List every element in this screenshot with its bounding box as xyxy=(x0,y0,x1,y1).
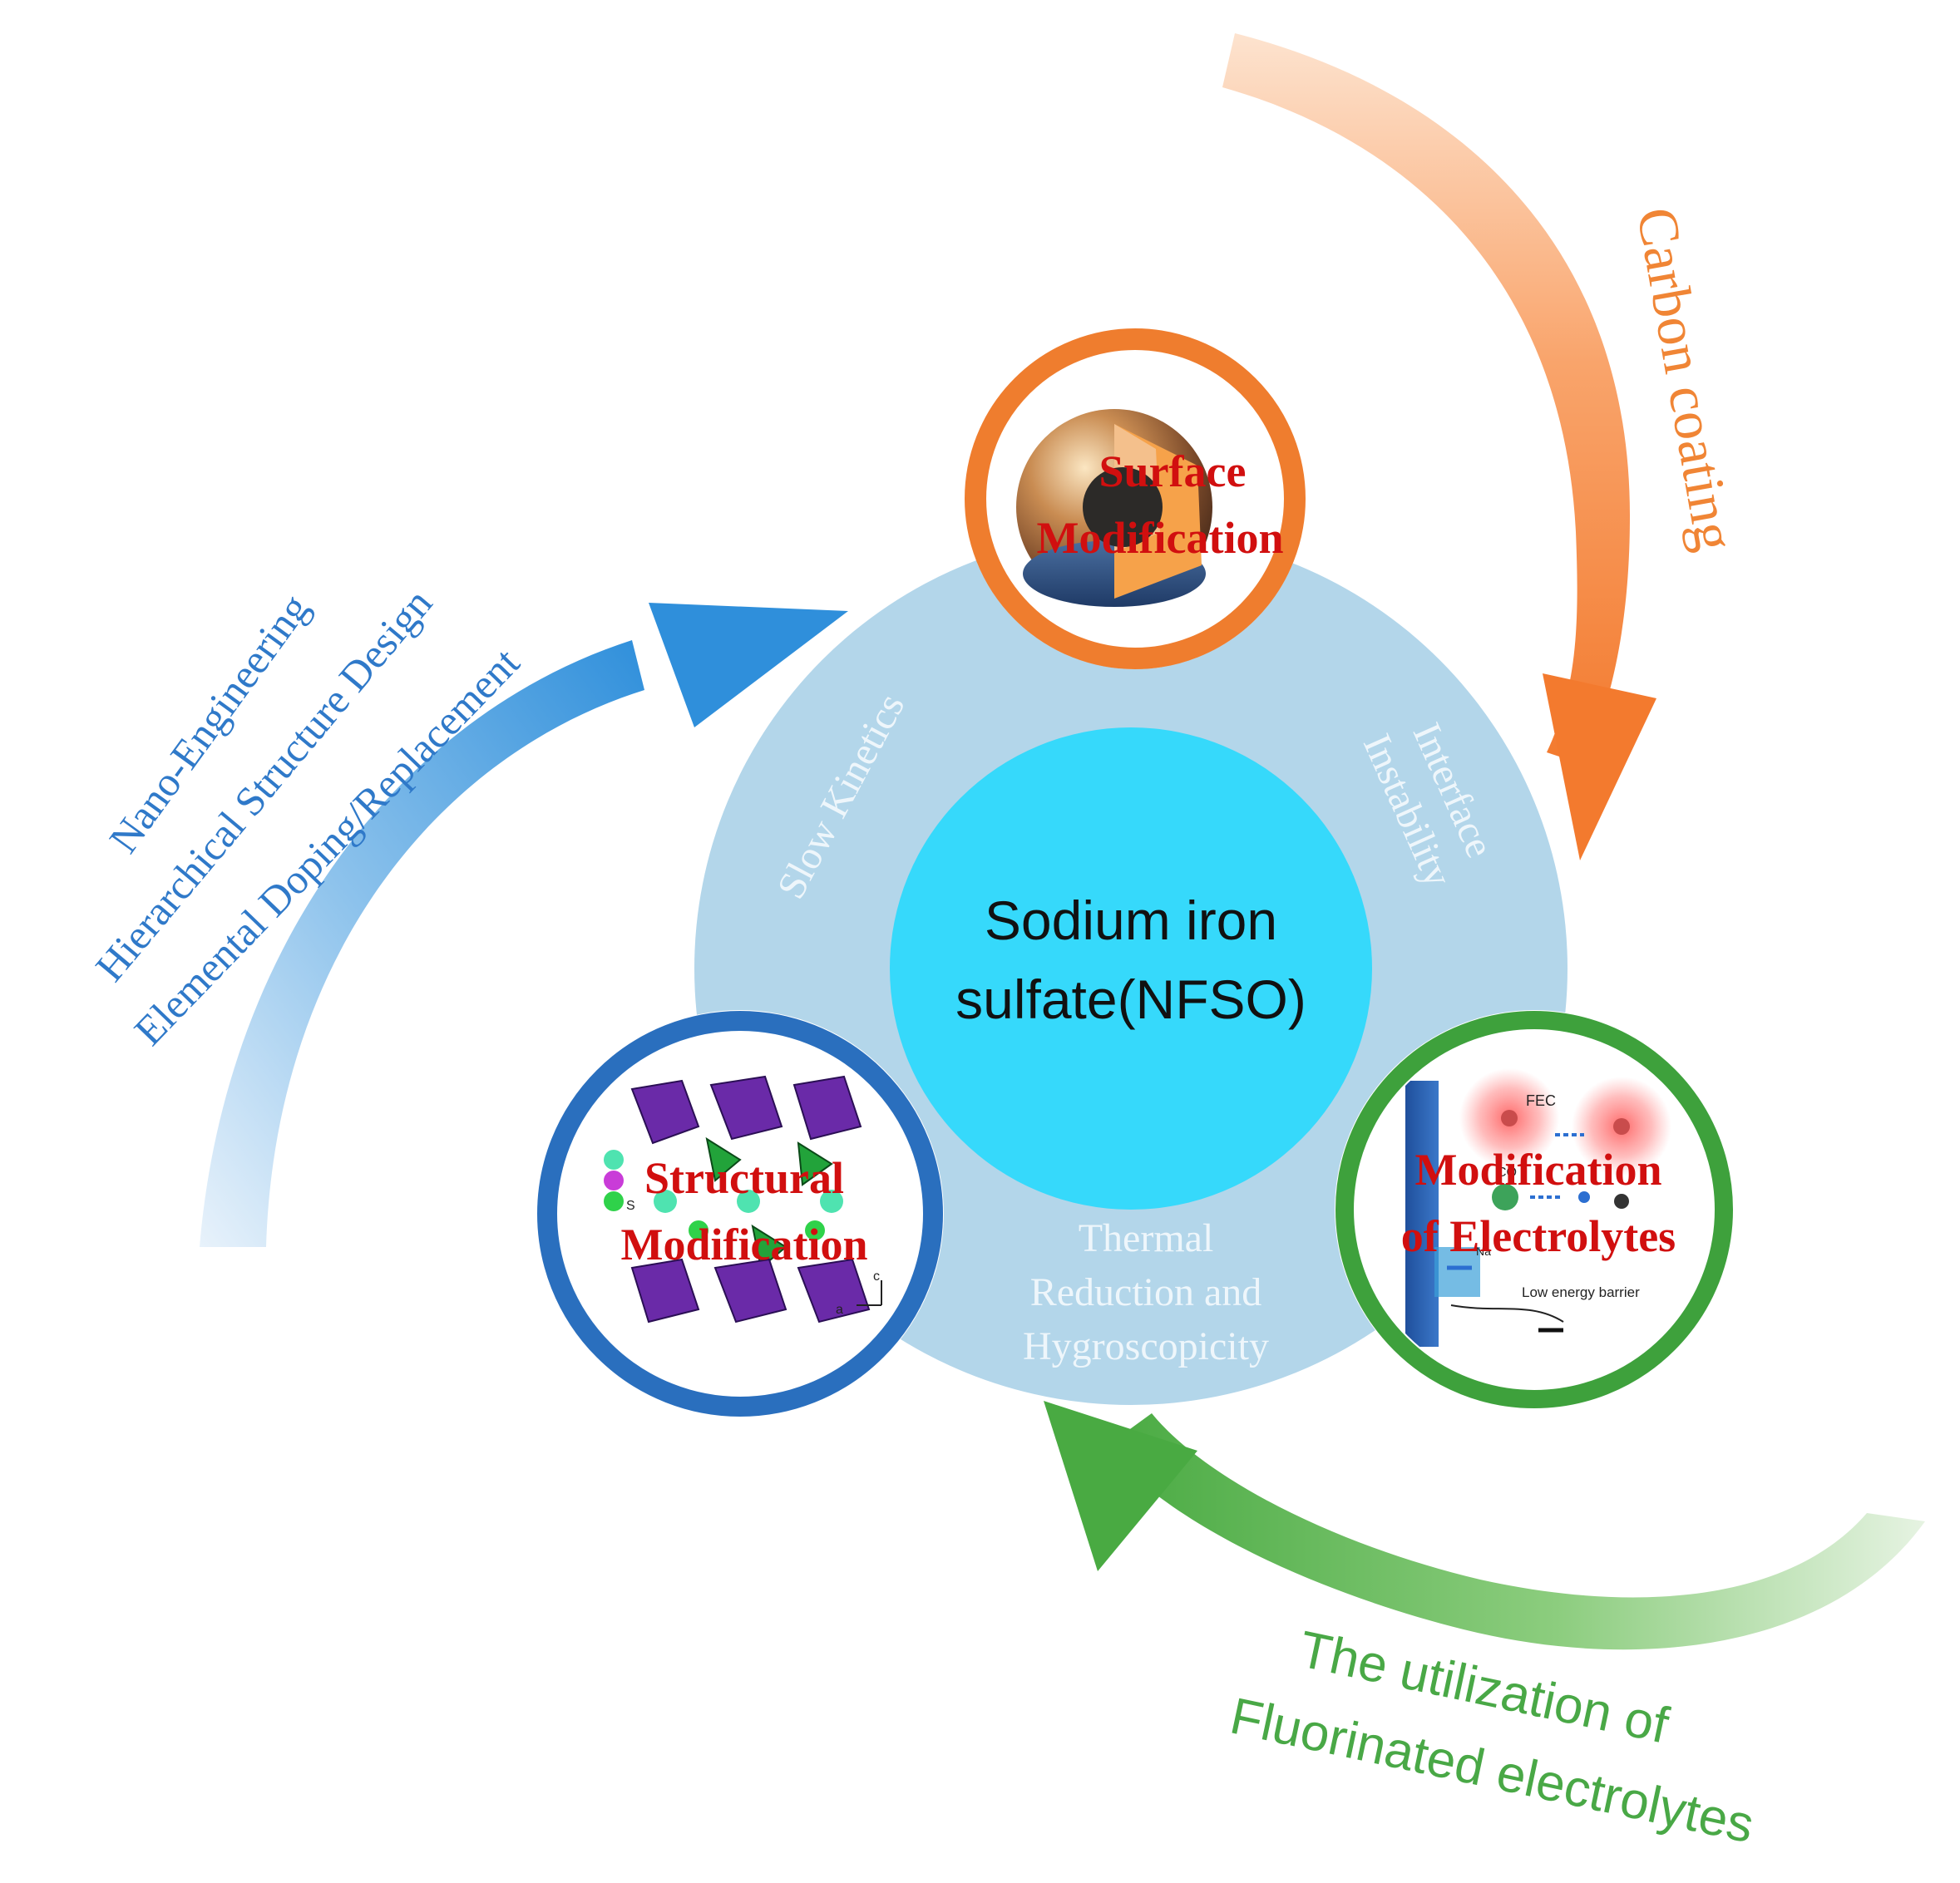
inset-label-co: CO xyxy=(1497,1166,1517,1180)
electrolytes-line2: of Electrolytes xyxy=(1401,1211,1676,1261)
core-shell-particle-image xyxy=(1016,409,1212,607)
electrolytes-ring xyxy=(1335,1011,1733,1408)
blue-arrowhead xyxy=(649,603,848,727)
structural-line2: Modification xyxy=(621,1220,868,1269)
inset-label-fec: FEC xyxy=(1526,1092,1556,1109)
crystal-structure-image: S c a xyxy=(604,1075,882,1324)
surface-line2: Modification xyxy=(1037,513,1284,563)
fluorinated-strategy-text: The utilization of Fluorinated electroly… xyxy=(1226,1620,1759,1854)
thermal-label: Thermal Reduction and Hygroscopicity xyxy=(1023,1216,1269,1368)
carbon-arrowhead xyxy=(1543,673,1656,860)
center-title-line1: Sodium iron xyxy=(985,890,1277,951)
thermal-line1: Thermal xyxy=(1079,1216,1214,1260)
structural-line1: Structural xyxy=(644,1153,844,1203)
inset-label-a: a xyxy=(836,1303,843,1317)
inset-label-c: c xyxy=(873,1269,880,1284)
electrolyte-interface-image: FEC CO Na Low energy barrier xyxy=(1405,1068,1671,1347)
inset-label-barrier: Low energy barrier xyxy=(1522,1284,1640,1300)
structural-ring xyxy=(537,1011,943,1417)
center-title-line2: sulfate(NFSO) xyxy=(955,969,1306,1030)
nano-engineering-arrow xyxy=(200,603,848,1247)
green-arrowhead xyxy=(1044,1401,1197,1571)
carbon-coating-arrow xyxy=(1222,33,1656,860)
fluorinated-arrow xyxy=(1044,1401,1925,1650)
center-circle xyxy=(890,727,1372,1210)
electrolytes-modification-node: FEC CO Na Low energy barrier Modificatio… xyxy=(1335,1010,1734,1409)
structural-modification-node: S c a Structural Modification xyxy=(536,1010,944,1417)
inset-label-s: S xyxy=(626,1199,635,1213)
surface-line1: Surface xyxy=(1099,446,1247,496)
surface-ring xyxy=(965,328,1306,669)
thermal-line2: Reduction and xyxy=(1030,1270,1262,1314)
electrolytes-line1: Modification xyxy=(1415,1145,1662,1195)
surface-modification-node: Surface Modification xyxy=(965,328,1306,669)
inset-label-na: Na xyxy=(1476,1245,1491,1258)
thermal-line3: Hygroscopicity xyxy=(1023,1324,1269,1368)
carbon-coating-text: Carbon coating xyxy=(1625,203,1747,555)
